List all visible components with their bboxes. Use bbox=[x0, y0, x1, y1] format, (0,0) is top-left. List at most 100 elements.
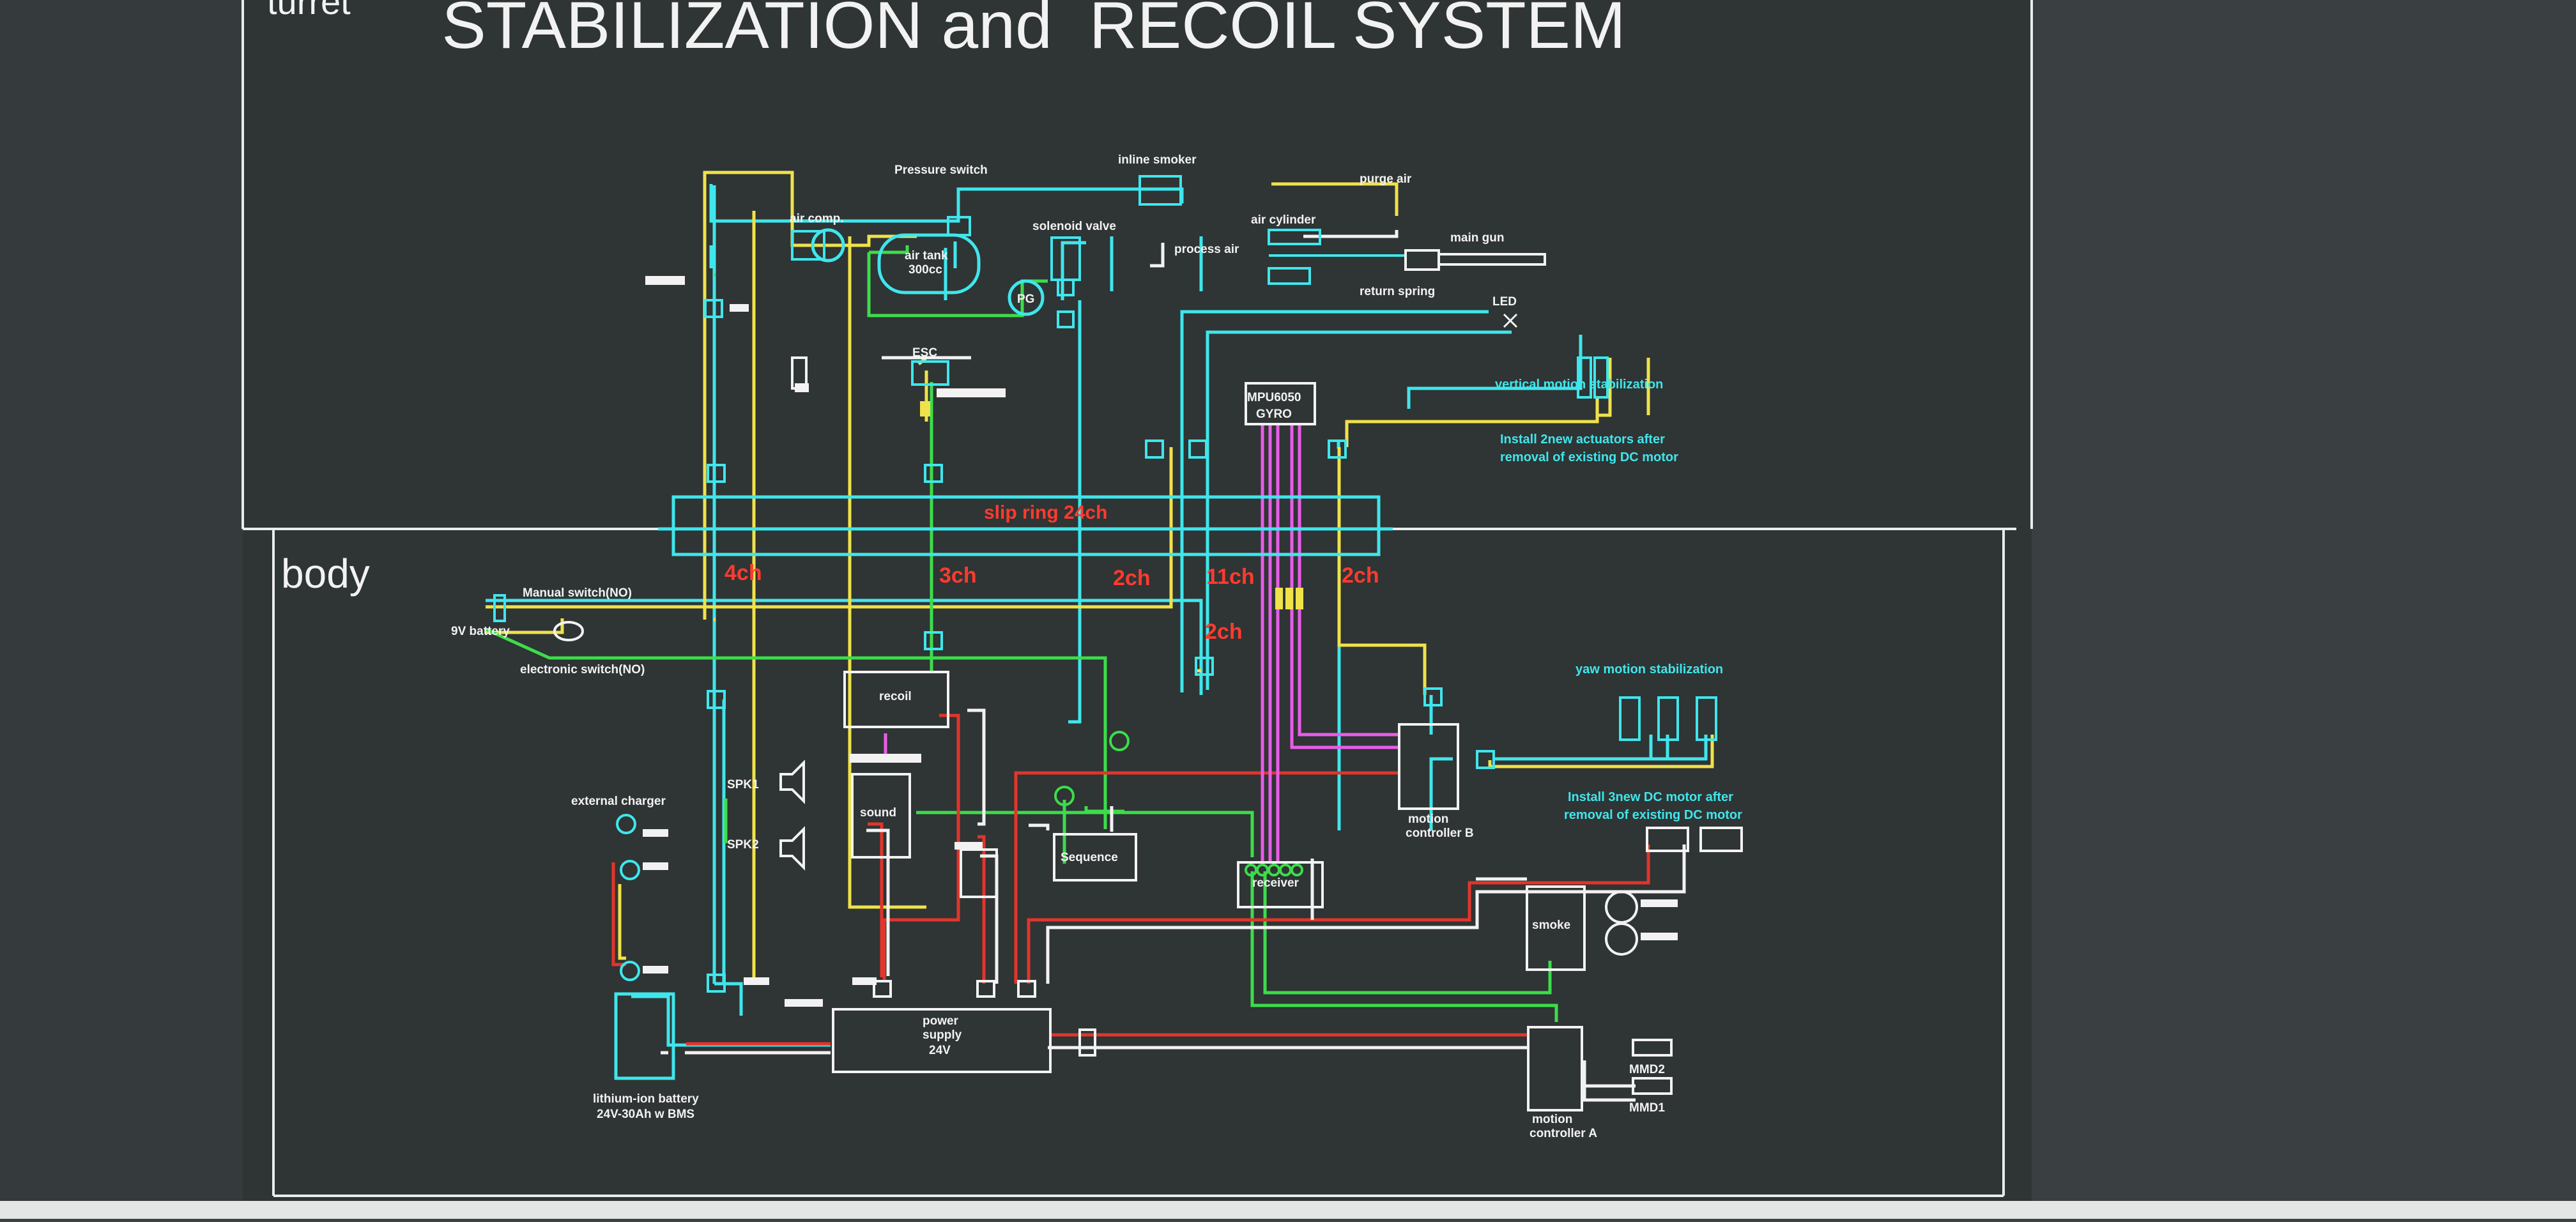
inline-smoker-box bbox=[1138, 175, 1182, 206]
label-install-actuators-2: removal of existing DC motor bbox=[1500, 450, 1678, 464]
label-power-supply-2: supply bbox=[923, 1028, 962, 1042]
pressure-gauge bbox=[1008, 279, 1045, 316]
label-solenoid-valve: solenoid valve bbox=[1032, 220, 1116, 233]
labels: Pressure switch inline smoker purge air … bbox=[451, 153, 1742, 1140]
pressure-switch-box bbox=[947, 216, 971, 236]
section-label-turret: turret bbox=[267, 0, 351, 22]
label-recoil: recoil bbox=[879, 690, 912, 703]
label-sound: sound bbox=[860, 806, 896, 820]
tag-bars bbox=[643, 276, 1678, 1007]
label-pg: PG bbox=[1017, 293, 1034, 306]
label-air-tank-2: 300cc bbox=[908, 263, 942, 277]
label-electronic-switch: electronic switch(NO) bbox=[520, 663, 645, 676]
electronic-switch-symbol bbox=[553, 621, 584, 641]
mmd1-motor bbox=[1632, 1077, 1673, 1095]
slip-ring-box bbox=[671, 495, 1381, 556]
screen-left-panel bbox=[0, 0, 243, 1201]
receiver-box bbox=[1237, 861, 1324, 908]
air-comp-body bbox=[791, 230, 825, 261]
yaw-actuator-1 bbox=[1619, 696, 1641, 741]
label-esc: ESC bbox=[912, 346, 937, 360]
main-gun-barrel bbox=[1438, 253, 1546, 266]
label-power-supply-3: 24V bbox=[929, 1044, 951, 1057]
charger-fuse-2 bbox=[620, 961, 640, 981]
label-4ch: 4ch bbox=[724, 561, 762, 585]
battery-9v-symbol bbox=[493, 594, 506, 622]
label-spk1: SPK1 bbox=[727, 778, 759, 791]
power-supply-box bbox=[832, 1008, 1052, 1073]
label-mmd2: MMD2 bbox=[1629, 1063, 1665, 1076]
esc-box bbox=[911, 360, 949, 386]
label-air-cylinder: air cylinder bbox=[1251, 213, 1316, 227]
speaker-1 bbox=[779, 760, 805, 804]
label-battery-1: lithium-ion battery bbox=[593, 1092, 699, 1106]
label-main-gun: main gun bbox=[1450, 231, 1504, 245]
label-battery-2: 24V-30Ah w BMS bbox=[597, 1108, 694, 1121]
sequence-box bbox=[1053, 833, 1137, 882]
label-manual-switch: Manual switch(NO) bbox=[523, 586, 632, 600]
dc-motor-1 bbox=[1646, 827, 1689, 852]
connectors bbox=[704, 299, 1495, 1057]
label-install-actuators-1: Install 2new actuators after bbox=[1500, 432, 1665, 447]
charger-fuse-1 bbox=[620, 860, 640, 880]
motion-controller-b-box bbox=[1398, 723, 1459, 810]
recoil-box bbox=[843, 671, 949, 728]
label-air-comp: air comp. bbox=[790, 212, 843, 225]
air-cylinder-top bbox=[1268, 229, 1321, 245]
motion-controller-a-box bbox=[1527, 1026, 1583, 1111]
air-tank bbox=[877, 233, 981, 294]
label-spk2: SPK2 bbox=[727, 838, 759, 852]
dc-motor-2 bbox=[1699, 827, 1743, 852]
label-purge-air: purge air bbox=[1360, 172, 1412, 186]
label-2ch-c: 2ch bbox=[1205, 620, 1243, 644]
label-led: LED bbox=[1492, 295, 1517, 309]
receiver-channels bbox=[1245, 864, 1303, 876]
components bbox=[493, 175, 1743, 1111]
label-11ch: 11ch bbox=[1206, 565, 1255, 589]
air-comp-pump bbox=[811, 228, 845, 263]
label-2ch-b: 2ch bbox=[1342, 563, 1379, 588]
green-wires bbox=[484, 245, 1558, 1022]
label-mmd1: MMD1 bbox=[1629, 1101, 1665, 1115]
section-label-body: body bbox=[281, 551, 370, 597]
sequence-indicator-1 bbox=[1109, 731, 1130, 751]
label-motion-controller-a-2: controller A bbox=[1529, 1127, 1597, 1140]
smoke-fan-2 bbox=[1605, 922, 1638, 956]
solenoid-port bbox=[1057, 279, 1075, 296]
label-install-dc-2: removal of existing DC motor bbox=[1564, 808, 1742, 822]
vertical-actuator-2 bbox=[1593, 356, 1609, 399]
panel-frame bbox=[241, 0, 2033, 1197]
label-inline-smoker: inline smoker bbox=[1118, 153, 1197, 167]
sequence-indicator-2 bbox=[1054, 786, 1075, 806]
label-process-air: process air bbox=[1174, 243, 1239, 256]
label-mpu-1: MPU6050 bbox=[1247, 391, 1301, 404]
label-power-supply-1: power bbox=[923, 1014, 959, 1028]
label-2ch-a: 2ch bbox=[1113, 566, 1151, 590]
label-pressure-switch: Pressure switch bbox=[894, 164, 988, 177]
label-external-charger: external charger bbox=[571, 795, 666, 808]
yaw-actuator-3 bbox=[1696, 696, 1717, 741]
label-receiver: receiver bbox=[1252, 876, 1300, 890]
label-slip-ring: slip ring 24ch bbox=[984, 502, 1107, 523]
label-motion-controller-b-2: controller B bbox=[1406, 827, 1474, 840]
yellow-connector-block bbox=[920, 401, 1303, 609]
white-wires bbox=[661, 230, 1686, 1102]
lithium-battery-box bbox=[614, 992, 675, 1080]
mpu6050-gyro-box bbox=[1245, 382, 1316, 425]
label-install-dc-1: Install 3new DC motor after bbox=[1568, 790, 1733, 804]
label-9v-battery: 9V battery bbox=[451, 625, 510, 638]
screen-right-panel bbox=[2032, 0, 2576, 1201]
sound-box bbox=[851, 773, 911, 859]
label-3ch: 3ch bbox=[939, 563, 977, 588]
yaw-actuator-2 bbox=[1657, 696, 1679, 741]
label-return-spring: return spring bbox=[1360, 285, 1435, 298]
label-motion-controller-a-1: motion bbox=[1532, 1113, 1572, 1126]
mmd2-motor bbox=[1632, 1039, 1673, 1057]
label-air-tank-1: air tank bbox=[905, 249, 948, 263]
label-mpu-2: GYRO bbox=[1256, 408, 1292, 421]
led-symbol bbox=[1503, 313, 1518, 328]
charger-port bbox=[616, 814, 636, 834]
yellow-wires bbox=[486, 171, 1714, 977]
